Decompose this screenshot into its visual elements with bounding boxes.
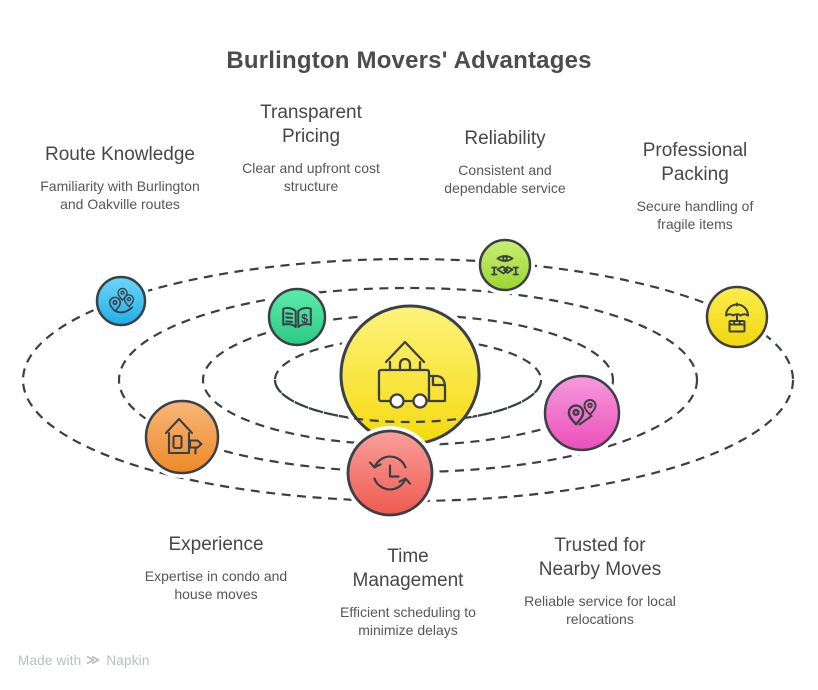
watermark: Made with Napkin xyxy=(18,653,150,668)
node-experience xyxy=(141,396,223,478)
napkin-logo-icon xyxy=(86,655,100,665)
advantage-description: Expertise in condo and house moves xyxy=(144,568,288,602)
advantage-description: Familiarity with Burlington and Oakville… xyxy=(40,178,200,212)
node-circle xyxy=(267,287,327,347)
advantage-description: Secure handling of fragile items xyxy=(636,198,754,232)
advantage-title: Reliability xyxy=(464,128,546,149)
advantage-title: Transparent Pricing xyxy=(260,102,362,147)
clock-refresh-icon xyxy=(368,455,412,491)
advantage-title: Route Knowledge xyxy=(45,144,195,165)
node-time-management xyxy=(343,426,437,520)
advantage-trusted-nearby-moves: Trusted for Nearby Moves Reliable servic… xyxy=(500,534,700,628)
node-transparent-pricing: $ xyxy=(264,284,330,350)
orbit-second xyxy=(117,286,699,474)
price-book-icon: $ xyxy=(282,307,312,328)
watermark-brand: Napkin xyxy=(106,653,150,668)
center-node-circle xyxy=(339,304,481,446)
advantage-description: Consistent and dependable service xyxy=(444,162,566,196)
advantage-description: Efficient scheduling to minimize delays xyxy=(340,604,476,638)
center-node xyxy=(335,300,485,450)
page-title: Burlington Movers' Advantages xyxy=(226,47,592,74)
map-pins-route-icon xyxy=(108,287,135,314)
advantage-reliability: Reliability Consistent and dependable se… xyxy=(415,127,595,197)
dollar-glyph: $ xyxy=(301,312,308,326)
nearby-pins-icon xyxy=(567,399,597,426)
advantage-transparent-pricing: Transparent Pricing Clear and upfront co… xyxy=(221,101,401,195)
node-professional-packing xyxy=(702,282,772,352)
advantage-time-management: Time Management Efficient scheduling to … xyxy=(318,545,498,639)
node-trusted-nearby-moves xyxy=(540,371,624,455)
advantage-description: Reliable service for local relocations xyxy=(524,593,676,627)
orbit-third xyxy=(201,313,615,447)
house-direction-sign-icon xyxy=(164,417,203,455)
orbit-inner-front-arc xyxy=(273,379,543,424)
node-circle xyxy=(478,238,532,292)
node-circle xyxy=(95,275,147,327)
advantage-title: Professional Packing xyxy=(642,140,748,185)
advantage-description: Clear and upfront cost structure xyxy=(242,160,380,194)
advantage-title: Experience xyxy=(168,534,264,555)
advantage-title: Trusted for Nearby Moves xyxy=(538,535,662,580)
moving-truck-house-icon xyxy=(377,340,447,409)
node-reliability xyxy=(475,235,535,295)
advantage-title: Time Management xyxy=(352,546,464,591)
handshake-eye-icon xyxy=(491,255,519,276)
advantage-professional-packing: Professional Packing Secure handling of … xyxy=(605,139,785,233)
watermark-text: Made with xyxy=(18,653,82,668)
umbrella-box-icon xyxy=(725,302,749,333)
advantage-experience: Experience Expertise in condo and house … xyxy=(116,533,316,603)
node-route-knowledge xyxy=(92,272,150,330)
advantage-route-knowledge: Route Knowledge Familiarity with Burling… xyxy=(10,143,230,213)
